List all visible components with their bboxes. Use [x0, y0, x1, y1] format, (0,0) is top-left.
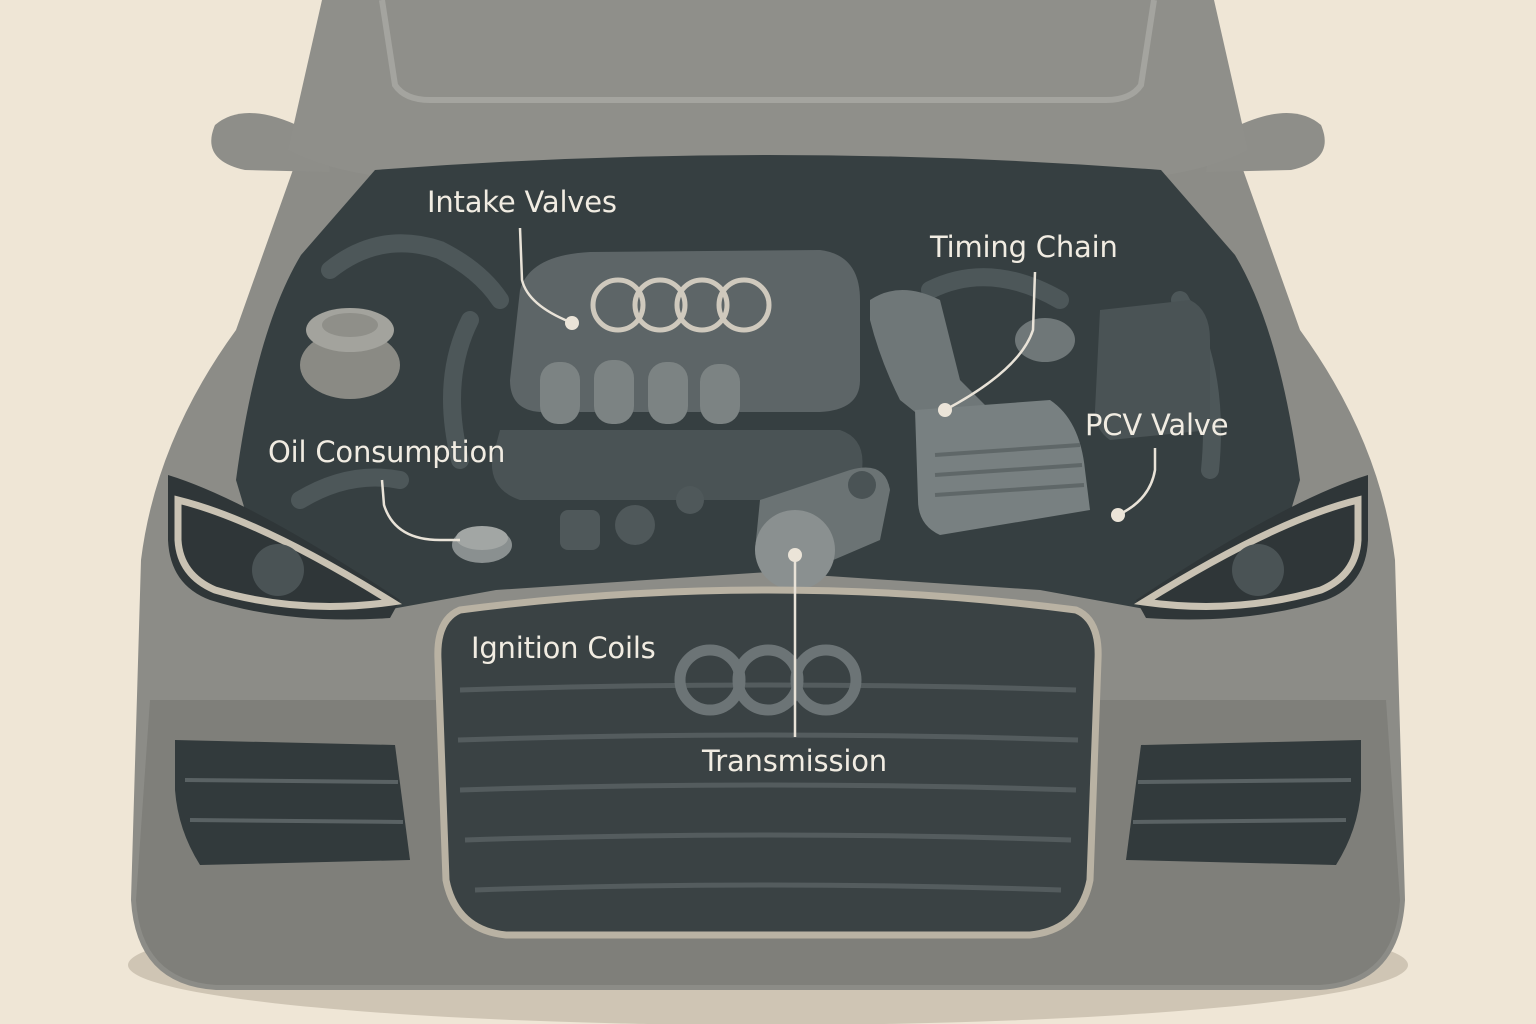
label-pcv-valve: PCV Valve	[1085, 408, 1229, 442]
engine-cover	[491, 250, 863, 500]
leader-timing-chain	[944, 271, 1037, 412]
leader-intake-valves	[518, 227, 571, 324]
leader-dots	[565, 316, 1125, 562]
label-ignition-coils: Ignition Coils	[471, 631, 656, 665]
label-intake-valves: Intake Valves	[427, 185, 617, 219]
oil-cap	[452, 526, 512, 563]
hoses	[291, 234, 1221, 509]
leader-lines	[380, 227, 1157, 737]
left-lower-vent	[175, 740, 410, 865]
open-hood	[288, 0, 1248, 180]
air-intake	[870, 290, 1090, 535]
leader-pcv-valve	[1117, 448, 1157, 517]
leader-oil-consumption	[380, 479, 460, 542]
right-headlight	[1133, 475, 1368, 620]
label-oil-consumption: Oil Consumption	[268, 435, 506, 469]
label-timing-chain: Timing Chain	[930, 230, 1118, 264]
right-lower-vent	[1126, 740, 1361, 865]
left-headlight	[168, 475, 403, 620]
misc-engine-parts	[560, 486, 704, 550]
label-transmission: Transmission	[702, 744, 887, 778]
front-grille	[434, 586, 1102, 939]
hood-inner-line	[379, 0, 1157, 103]
coolant-reservoir	[300, 308, 400, 399]
reservoir-right	[1015, 318, 1075, 362]
vent-slats	[184, 778, 1352, 824]
battery-box	[1095, 300, 1210, 440]
